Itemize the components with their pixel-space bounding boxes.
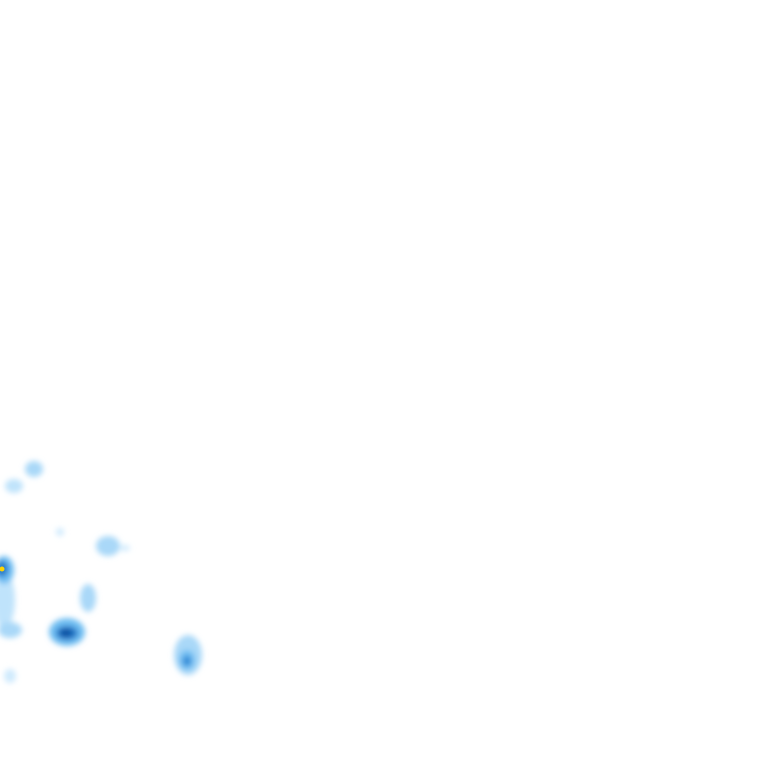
density-blob-southwest bbox=[4, 669, 16, 683]
density-blob-southeast bbox=[174, 635, 202, 675]
density-blob-north bbox=[5, 461, 43, 493]
hotspot-peak bbox=[0, 566, 5, 572]
density-blob-south bbox=[49, 618, 85, 646]
density-blob-center bbox=[56, 528, 130, 556]
density-blob-mid bbox=[80, 584, 96, 612]
